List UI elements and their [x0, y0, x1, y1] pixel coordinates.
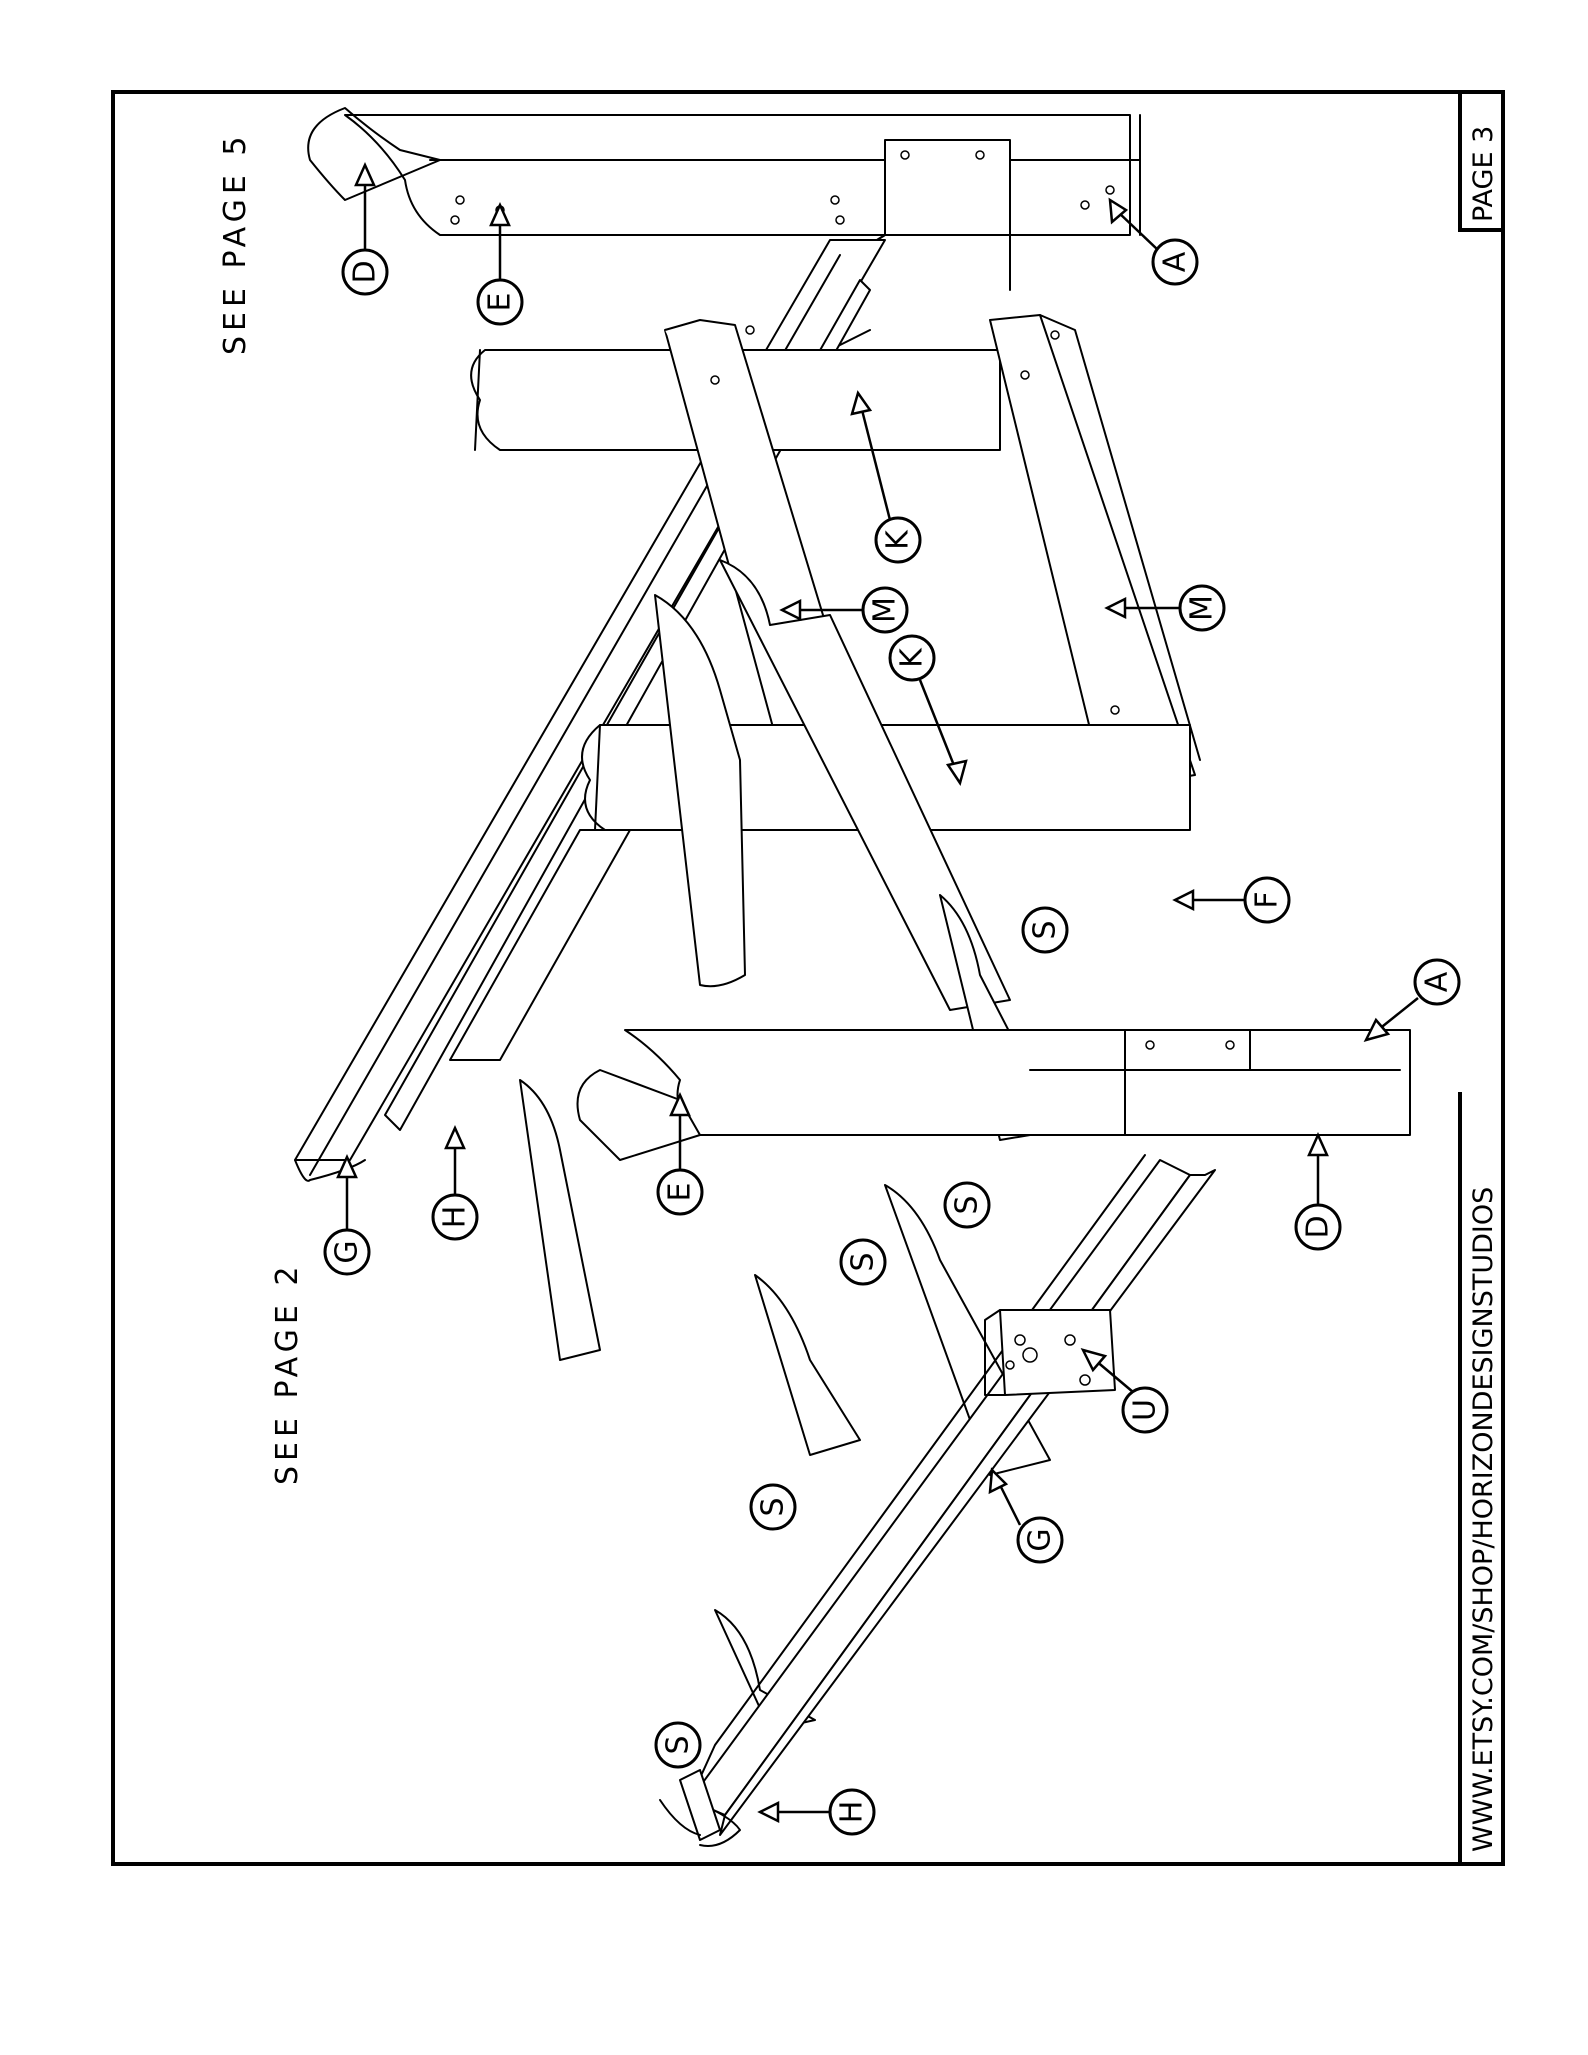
see-page-2-note: SEE PAGE 2 — [270, 1262, 305, 1485]
callout-h-left: H — [431, 1124, 479, 1241]
callout-label: S — [950, 1195, 985, 1214]
callout-label: H — [438, 1206, 473, 1229]
callout-label: A — [1158, 251, 1193, 272]
callout-s-5: S — [654, 1721, 702, 1769]
rear-crossbar — [819, 139, 1011, 356]
callout-label: G — [1023, 1528, 1058, 1551]
callout-a-top: A — [1108, 197, 1199, 286]
see-page-5-note: SEE PAGE 5 — [218, 132, 253, 355]
callout-label: K — [895, 647, 930, 668]
callout-label: U — [1128, 1399, 1163, 1421]
callout-m-upper: M — [779, 586, 909, 634]
callout-label: E — [483, 293, 518, 312]
callout-k-upper: K — [850, 390, 922, 564]
callout-d-top: D — [341, 161, 389, 296]
callout-f: F — [1172, 876, 1291, 924]
callout-label: S — [846, 1252, 881, 1271]
callout-label: H — [835, 1801, 870, 1824]
callout-label: A — [1420, 971, 1455, 992]
callout-label: G — [330, 1240, 365, 1263]
callout-s-2: S — [943, 1181, 991, 1229]
callout-label: F — [1250, 891, 1285, 908]
callout-label: S — [756, 1497, 791, 1516]
front-post-assembly — [576, 1029, 1411, 1161]
callout-s-3: S — [839, 1238, 887, 1286]
page-number: PAGE 3 — [1468, 126, 1499, 222]
footer-url: WWW.ETSY.COM/SHOP/HORIZONDESIGNSTUDIOS — [1468, 1187, 1499, 1852]
callout-d-mid: D — [1294, 1131, 1342, 1251]
callout-g-bottom: G — [988, 1467, 1064, 1564]
callout-k-lower: K — [888, 634, 968, 786]
callout-label: S — [1028, 920, 1063, 939]
callout-h-bottom: H — [757, 1788, 876, 1836]
callout-label: M — [1185, 595, 1220, 621]
page-border — [111, 90, 1505, 1866]
callout-u: U — [1080, 1348, 1169, 1434]
callout-g-left: G — [323, 1153, 371, 1276]
callout-label: D — [1301, 1215, 1336, 1238]
callout-m-lower: M — [1104, 584, 1226, 632]
callout-label: S — [661, 1735, 696, 1754]
callout-s-4: S — [749, 1483, 797, 1531]
bed-frame-drawing — [294, 107, 1411, 1847]
callout-e-mid: E — [656, 1091, 704, 1216]
callout-label: M — [868, 597, 903, 623]
rear-post-assembly — [307, 107, 1141, 236]
callout-label: E — [663, 1183, 698, 1202]
callout-a-mid: A — [1363, 958, 1461, 1042]
callout-s-mid: S — [1021, 906, 1069, 954]
page-box — [1458, 92, 1503, 232]
rail-bracket-block — [984, 1309, 1116, 1396]
lower-end-cap — [659, 1769, 721, 1841]
callout-label: K — [881, 529, 916, 550]
callout-e-top: E — [476, 201, 524, 326]
callout-label: D — [348, 260, 383, 283]
ladder-rail-lower — [989, 314, 1201, 791]
